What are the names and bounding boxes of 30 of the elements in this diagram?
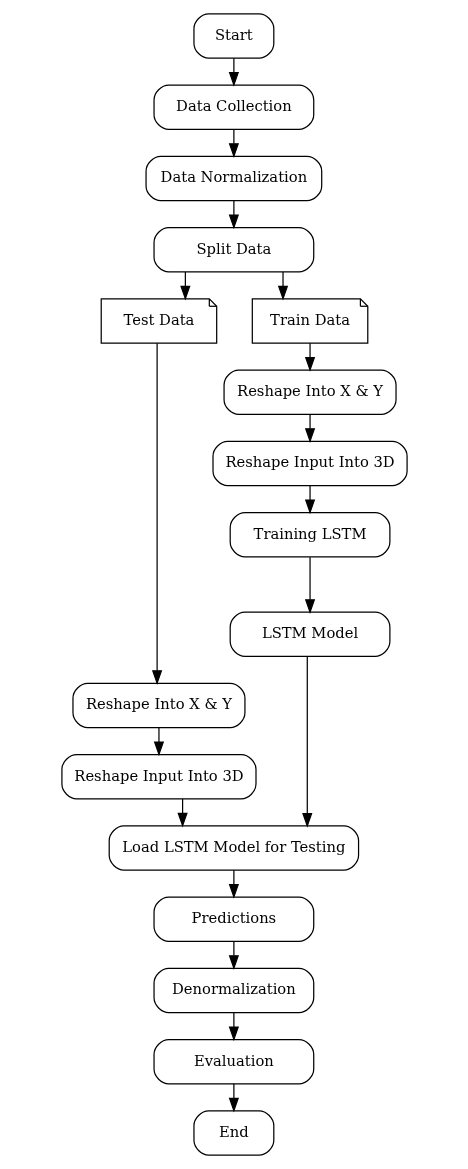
node-box: Evaluation <box>152 1039 314 1085</box>
arrow <box>228 57 239 87</box>
arrow <box>228 1012 239 1042</box>
node-box: Split Data <box>152 227 314 273</box>
arrow <box>304 342 315 372</box>
arrow <box>228 1083 239 1113</box>
arrow <box>151 342 162 685</box>
arrow <box>228 940 239 970</box>
node-box: Data Collection <box>152 84 314 130</box>
node-box: Reshape Into X & Y <box>71 682 246 729</box>
node-box: Predictions <box>152 896 314 942</box>
node-box: LSTM Model <box>229 611 390 657</box>
arrow <box>228 200 239 230</box>
arrow <box>301 656 312 828</box>
node-box: Data Normalization <box>144 155 322 202</box>
arrow <box>304 485 315 515</box>
node-box: Reshape Input Into 3D <box>60 754 257 800</box>
node-box: End <box>192 1110 274 1156</box>
arrow <box>228 869 239 899</box>
node-box: Start <box>192 13 274 59</box>
arrow <box>304 413 315 443</box>
node-box: Reshape Into X & Y <box>222 369 397 415</box>
arrow <box>153 727 164 757</box>
node-box: Training LSTM <box>229 512 390 558</box>
node-box: Load LSTM Model for Testing <box>108 825 359 871</box>
node-box: Reshape Input Into 3D <box>211 440 408 487</box>
arrow <box>277 271 288 301</box>
node-box: Denormalization <box>152 967 314 1014</box>
arrow <box>304 556 315 614</box>
arrow <box>228 128 239 158</box>
